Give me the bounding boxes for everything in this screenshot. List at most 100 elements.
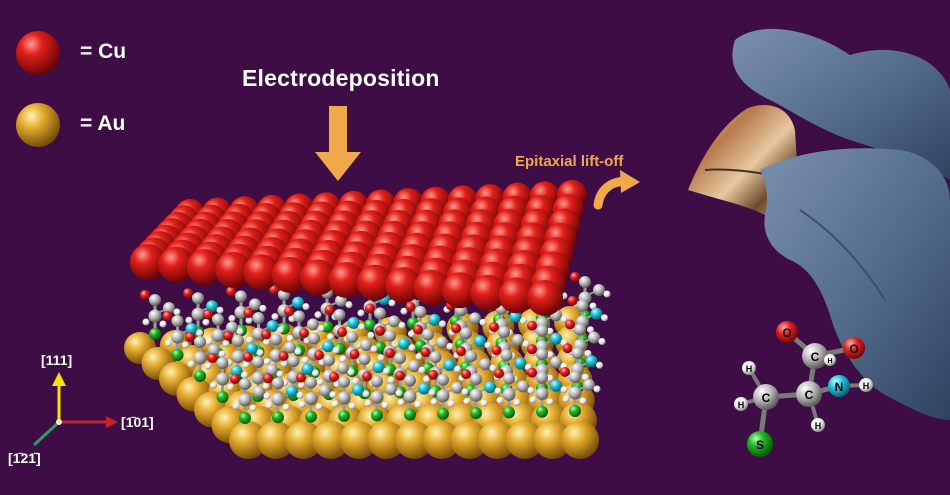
oxygen-atom [207,353,218,363]
hydrogen-atom [415,353,423,360]
hydrogen-atom [246,336,253,344]
carbon-atom [502,387,516,401]
carbon-atom [194,336,206,348]
oxygen-atom [329,371,339,382]
hydrogen-atom [173,308,181,316]
gloved-hand-holding-foil [688,28,950,420]
oxygen-atom [223,330,233,341]
gold-atom [450,421,489,459]
legend-cu-label: = Cu [80,40,126,64]
carbon-atom [235,290,247,303]
carbon-atom [252,327,265,341]
carbon-atom [323,354,335,367]
nitrogen-atom [509,310,522,323]
axis-label-101: [1̄01] [121,414,154,430]
legend-au-label: = Au [80,112,125,136]
carbon-atom [536,324,548,337]
oxygen-atom [261,329,271,340]
oxygen-atom [203,309,213,320]
gold-atom [229,421,267,459]
oxygen-atom [461,369,471,380]
carbon-atom [429,351,442,364]
hydrogen-atom [370,345,378,353]
carbon-atom [550,356,562,369]
hydrogen-atom [315,403,323,411]
hydrogen-atom [489,364,497,372]
hydrogen-atom [202,318,210,326]
sulfur-atom [149,328,161,340]
hydrogen-atom [352,377,359,385]
cysteine-molecule: O O C H C C N H H H H S [734,321,873,457]
hydrogen-atom [345,301,353,309]
hydrogen-atom [430,398,438,406]
hydrogen-atom [463,397,471,405]
carbon-atom [208,344,220,356]
nitrogen-atom [230,365,243,377]
nitrogen-atom [372,361,385,374]
carbon-atom [469,388,483,402]
hydrogen-atom [494,387,502,395]
carbon-atom [371,375,383,388]
carbon-atom [284,341,296,354]
carbon-atom [270,333,282,346]
hydrogen-atom [859,378,873,392]
atom-label-c2: C [762,391,771,405]
hydrogen-atom [159,320,167,328]
carbon-atom [500,349,513,362]
copper-atom [385,267,422,304]
atom-label-o1: O [782,326,791,340]
hydrogen-atom [587,326,594,334]
hydrogen-atom [187,360,195,368]
atom-label-c1: C [811,350,820,364]
carbon-atom [226,321,238,334]
hydrogen-atom [298,401,306,409]
hydrogen-atom [546,351,554,359]
carbon-atom [370,390,384,404]
nitrogen-atom [246,342,258,355]
oxygen-atom [337,327,347,337]
hydrogen-atom [245,316,253,324]
hydrogen-atom [560,315,568,323]
hydrogen-atom [196,329,203,337]
atom-label-h4: H [815,421,822,431]
hydrogen-atom [381,401,389,409]
carbon-atom [358,353,371,366]
axis-right-arrowhead [106,416,118,428]
sulfur-atom [371,409,383,422]
nitrogen-atom [828,375,850,397]
carbon-atom [536,348,548,361]
nitrogen-atom [292,296,304,309]
carbon-atom [569,371,581,383]
hydrogen-atom [182,341,189,349]
hydrogen-atom [484,341,492,349]
carbon-atom [579,276,591,288]
oxygen-atom [375,325,385,336]
hydrogen-atom [562,395,570,403]
axis-label-111: [111] [41,352,73,368]
hydrogen-atom [454,365,461,373]
nitrogen-atom [185,323,198,335]
carbon-atom [308,332,320,345]
hydrogen-atom [400,307,408,315]
carbon-atom [171,330,184,344]
axis-label-121: [1̄21̄] [8,450,41,466]
sulfur-atom [536,405,548,418]
carbon-atom [403,390,417,403]
carbon-atom [408,360,420,373]
oxygen-atom [570,272,580,282]
carbon-atom [191,307,205,321]
hydrogen-atom [236,327,244,335]
carbon-atom [253,386,265,398]
carbon-atom [802,343,828,369]
carbon-atom [252,356,264,369]
carbon-atom [498,326,510,338]
hydrogen-atom [142,318,150,326]
carbon-atom [287,355,300,368]
atom-label-c3: C [805,388,814,402]
oxygen-atom [324,304,335,315]
legend-au-sphere [16,103,60,147]
nitrogen-atom [301,363,314,376]
copper-atom [243,254,280,291]
hydrogen-atom [265,401,273,409]
hydrogen-atom [256,349,264,357]
